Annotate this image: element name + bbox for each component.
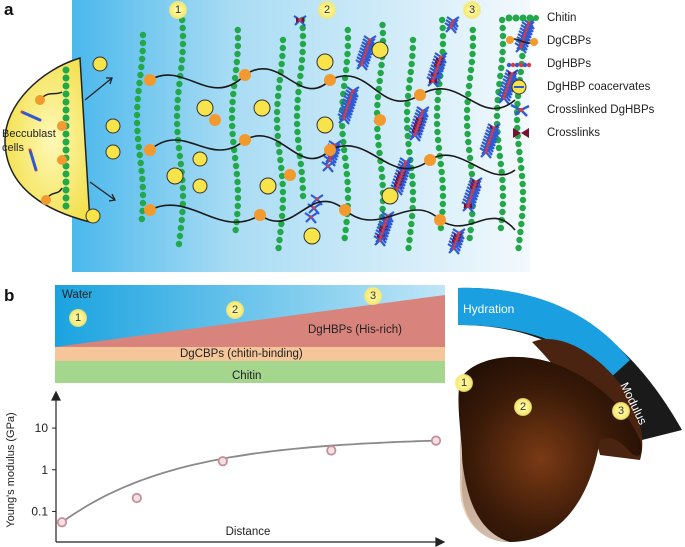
beak-illustration [458, 287, 682, 542]
layer-diagram [55, 285, 445, 383]
matrix-chitin-fibers [133, 16, 527, 252]
histidine-dot [378, 238, 382, 242]
free-coacervates [85, 56, 208, 224]
y-axis-arrow [51, 390, 61, 401]
legend-dgcbps: DgCBPs [505, 32, 591, 50]
hydration-label: Hydration [463, 302, 515, 316]
data-point [326, 445, 337, 456]
coacervate-legend-icon [511, 79, 527, 95]
panel-a-stage-3: 3 [463, 1, 481, 19]
cell-label-line1: Beccublast [2, 128, 56, 140]
secretion-arrows [84, 77, 116, 202]
histidine-dot [342, 116, 346, 120]
beak-main [458, 356, 642, 542]
cell-cbps [35, 91, 67, 205]
layer-dghbps-label: DgHBPs (His-rich) [308, 324, 402, 336]
crosslink-legend-icon [513, 128, 529, 138]
histidine-dot [484, 150, 488, 154]
data-point [131, 492, 142, 504]
histidine-dot [328, 158, 332, 162]
dgcbp-layer [55, 347, 445, 361]
legend-coacervates-label: DgHBP coacervates [547, 81, 651, 93]
legend-crosslinked-label: Crosslinked DgHBPs [547, 104, 655, 116]
layer-dgcbps-label: DgCBPs (chitin-binding) [180, 348, 303, 360]
dgcbp-legend-icon [506, 36, 538, 46]
histidine-dot [360, 62, 364, 66]
layer-stage-3: 3 [364, 287, 382, 305]
beak-stage-1: 1 [455, 374, 473, 392]
crosslinked-legend-icon [510, 103, 530, 117]
cell-hbps [20, 110, 42, 172]
layer-stage-1: 1 [69, 309, 87, 327]
beak-stage-2: 2 [514, 398, 532, 416]
histidine-dot [312, 206, 316, 210]
dghbp-legend-icon [506, 62, 532, 68]
layer-water-label: Water [62, 289, 93, 301]
histidine-dot [431, 79, 435, 83]
beak-stage-3: 3 [612, 402, 630, 420]
crosslinked-clusters [293, 15, 536, 255]
beak-base [459, 430, 510, 542]
panel-b-label: b [4, 286, 15, 305]
y-axis-label: Young's modulus (GPa) [5, 412, 17, 527]
panel-a-illustration [4, 0, 536, 272]
dghbp-layer [55, 295, 445, 347]
histidine-dot [315, 197, 319, 201]
layer-chitin-label: Chitin [232, 370, 262, 382]
matrix-coacervates [166, 41, 399, 245]
data-point [430, 435, 442, 446]
cbp-network [149, 68, 516, 231]
histidine-dot [298, 18, 302, 22]
matrix-cbps [144, 69, 446, 226]
layer-stage-2: 2 [226, 301, 244, 319]
histidine-dot [326, 164, 330, 168]
modulus-chart: 0.1 1 10 Distance Young's modulus (GPa) [5, 390, 446, 547]
histidine-dot [466, 204, 470, 208]
legend-chitin: Chitin [505, 9, 576, 27]
fit-curve [61, 439, 437, 523]
panel-a-stage-1: 1 [169, 1, 187, 19]
chitin-legend-icon [505, 14, 539, 22]
histidine-dot [502, 96, 506, 100]
data-point [56, 517, 68, 528]
histidine-dot [395, 187, 399, 191]
legend-crosslinks-label: Crosslinks [547, 127, 601, 139]
y-tick-label: 10 [35, 421, 49, 435]
histidine-dot [309, 215, 313, 219]
histidine-dot [413, 133, 417, 137]
legend-crosslinks: Crosslinks [505, 124, 600, 142]
y-tick-label: 1 [41, 463, 48, 477]
chitin-layer [55, 361, 445, 383]
cell-label-line2: cells [2, 142, 25, 154]
x-axis-arrow [435, 537, 446, 547]
legend-crosslinked: Crosslinked DgHBPs [505, 101, 654, 119]
histidine-dot [449, 25, 453, 29]
legend-coacervates: DgHBP coacervates [505, 78, 650, 96]
legend-chitin-label: Chitin [547, 12, 577, 24]
panel-a-label: a [4, 0, 14, 19]
data-point [217, 456, 228, 467]
legend-dghbps: DgHBPs [505, 55, 591, 73]
x-axis-label: Distance [226, 526, 271, 538]
histidine-dot [452, 246, 456, 250]
legend-dgcbps-label: DgCBPs [547, 35, 592, 47]
legend-dghbps-label: DgHBPs [547, 58, 592, 70]
histidine-dot [519, 45, 523, 49]
y-tick-label: 0.1 [31, 504, 48, 518]
panel-a-stage-2: 2 [318, 1, 336, 19]
